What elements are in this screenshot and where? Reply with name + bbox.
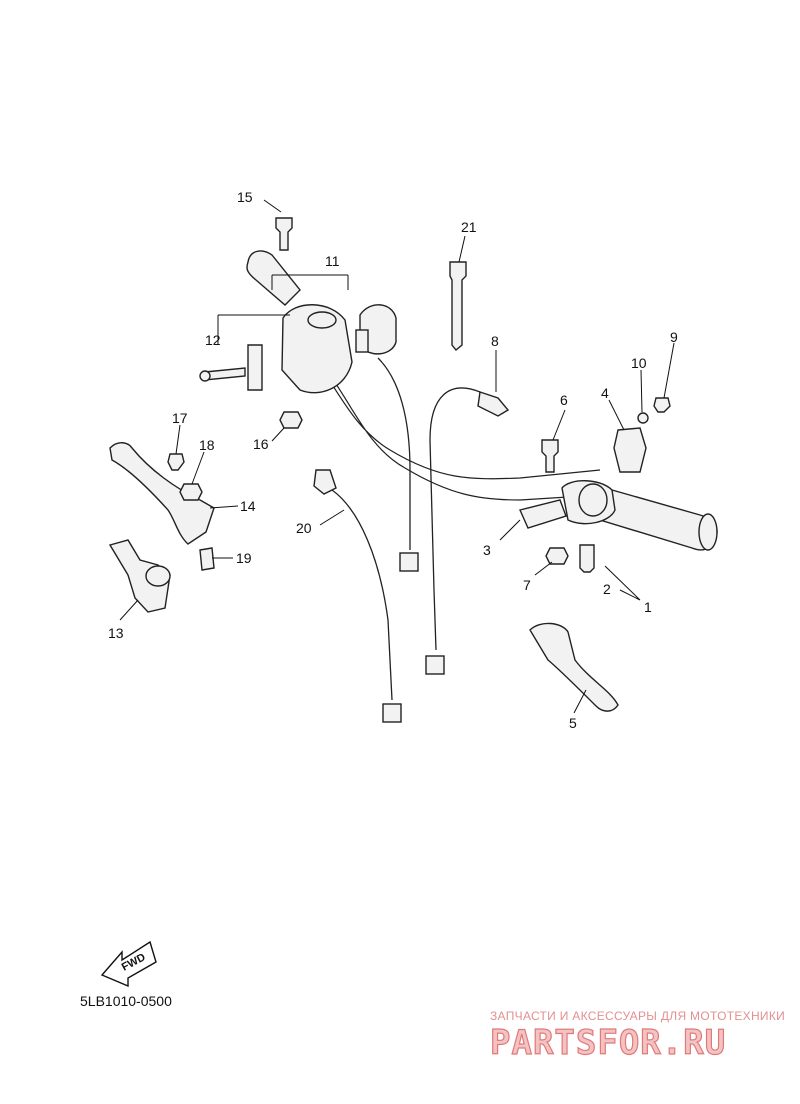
switch-connector xyxy=(399,552,419,572)
callout-20: 20 xyxy=(296,520,312,536)
callout-9: 9 xyxy=(670,329,678,345)
bolt-17 xyxy=(167,453,185,471)
lever-holder-13 xyxy=(108,539,171,613)
clutch-switch-20 xyxy=(313,469,337,495)
diagram-code: 5LB1010-0500 xyxy=(80,993,172,1009)
callout-5: 5 xyxy=(569,715,577,731)
brake-lever-5 xyxy=(529,622,619,712)
nut-16 xyxy=(279,411,303,429)
master-cylinder-reservoir xyxy=(578,483,608,517)
bolt-6 xyxy=(541,439,559,473)
clutch-switch-wire xyxy=(331,489,393,701)
fwd-arrow-icon: FWD xyxy=(100,940,157,988)
bolt-15 xyxy=(275,217,293,251)
callout-7: 7 xyxy=(523,577,531,593)
bracket-screw xyxy=(204,367,246,381)
switch-housing xyxy=(281,304,353,394)
callout-3: 3 xyxy=(483,542,491,558)
callout-2: 2 xyxy=(603,581,611,597)
right-grip-end xyxy=(698,513,718,551)
switch-wire xyxy=(377,357,411,550)
spring-19 xyxy=(199,547,215,571)
leader-lines xyxy=(119,199,675,714)
brake-switch-connector xyxy=(425,655,445,675)
left-grip xyxy=(246,250,301,306)
holder-4 xyxy=(613,427,647,473)
watermark-tagline: ЗАПЧАСТИ И АКСЕССУАРЫ ДЛЯ МОТОТЕХНИКИ xyxy=(490,1009,785,1023)
lever-holder-clamp xyxy=(145,565,171,587)
nut-7 xyxy=(545,547,569,565)
screw-9 xyxy=(653,397,671,413)
callout-11: 11 xyxy=(325,253,340,269)
bolt-2 xyxy=(579,544,595,573)
callout-1: 1 xyxy=(644,599,652,615)
watermark-logo: PARTSFOR.RU xyxy=(490,1023,726,1063)
callout-17: 17 xyxy=(172,410,188,426)
callout-12: 12 xyxy=(205,332,221,348)
callout-8: 8 xyxy=(491,333,499,349)
callout-18: 18 xyxy=(199,437,215,453)
callout-14: 14 xyxy=(240,498,256,514)
brake-switch-wire xyxy=(429,387,481,651)
callout-4: 4 xyxy=(601,385,609,401)
washer-10 xyxy=(637,412,649,424)
brake-switch-8 xyxy=(477,391,510,417)
bracket-3 xyxy=(519,499,567,529)
callout-16: 16 xyxy=(253,436,269,452)
callout-19: 19 xyxy=(236,550,252,566)
switch-clamp xyxy=(355,329,369,353)
callout-labels: 1 2 3 4 5 6 7 8 9 10 11 12 13 14 15 16 1… xyxy=(108,189,678,731)
callout-21: 21 xyxy=(461,219,477,235)
bracket-screw-head xyxy=(199,370,211,382)
callout-10: 10 xyxy=(631,355,647,371)
switch-bracket xyxy=(247,344,263,391)
callout-6: 6 xyxy=(560,392,568,408)
nut-18 xyxy=(179,483,203,501)
callout-13: 13 xyxy=(108,625,124,641)
cable-tie-21 xyxy=(449,261,467,351)
clutch-switch-connector xyxy=(382,703,402,723)
switch-button xyxy=(307,311,337,329)
callout-15: 15 xyxy=(237,189,253,205)
clutch-lever-14 xyxy=(109,442,215,545)
